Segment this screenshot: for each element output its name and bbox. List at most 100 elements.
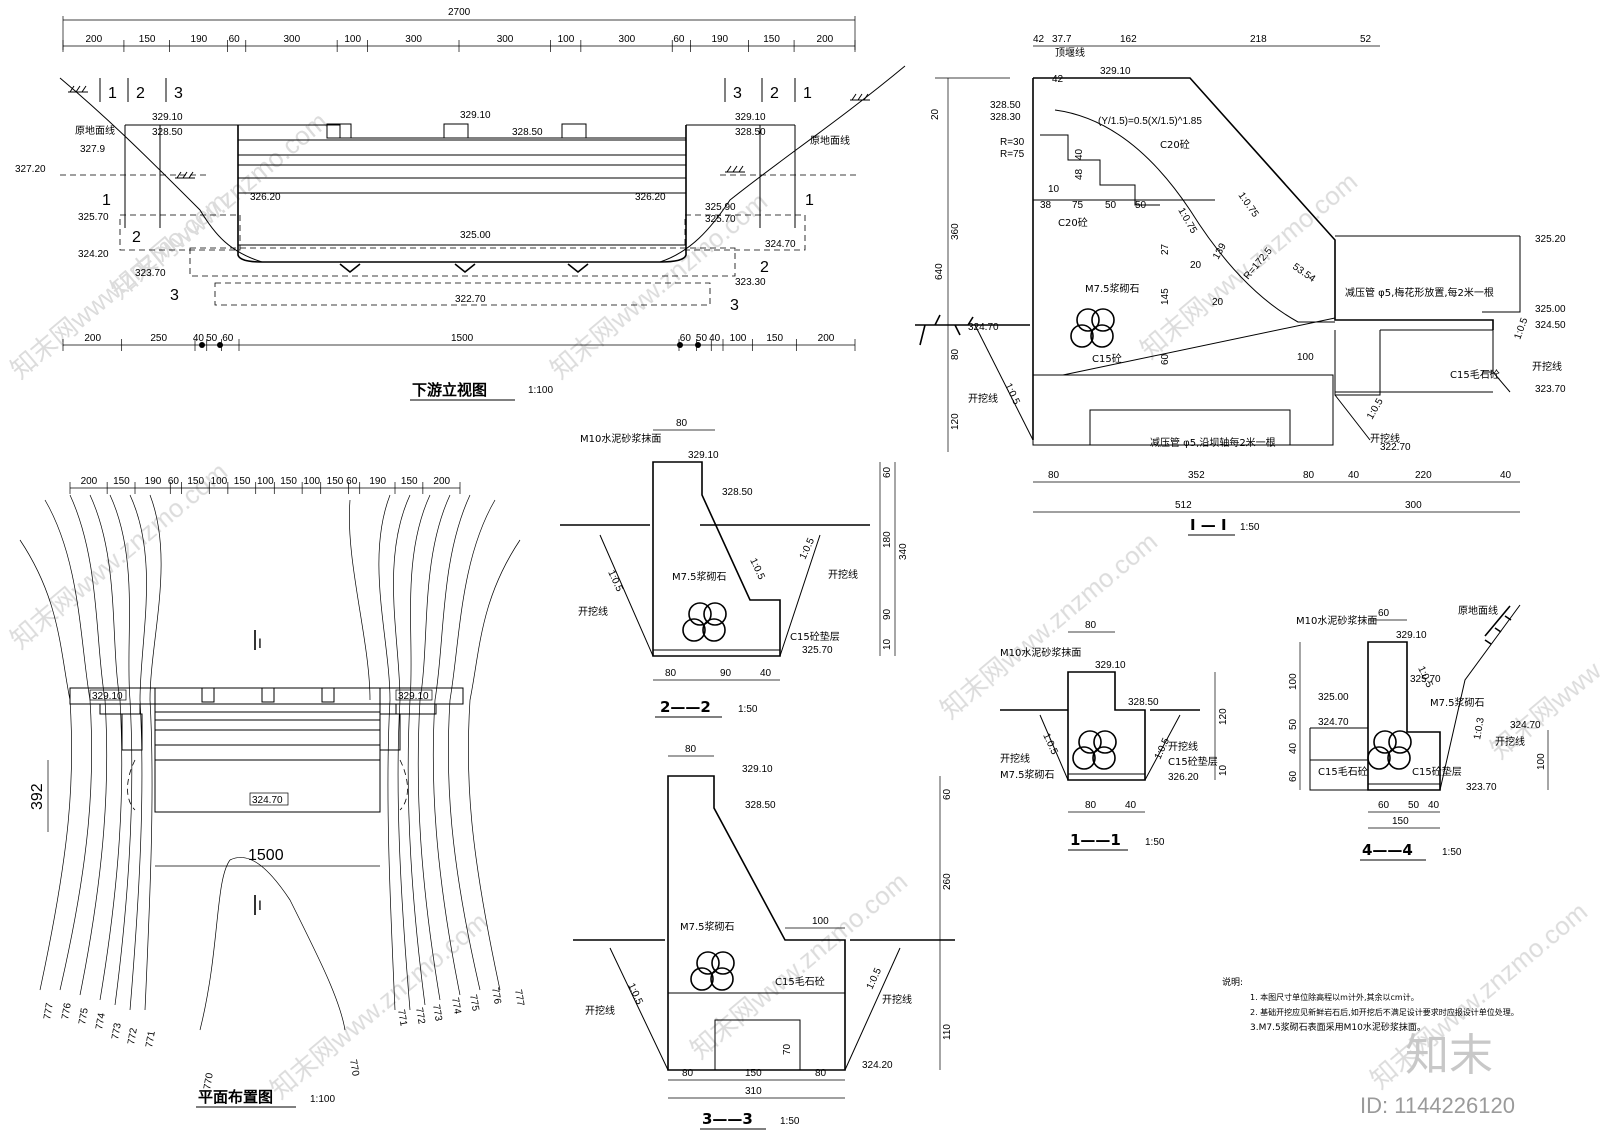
s4-crest: 329.10 (1396, 630, 1427, 641)
sI-slope-in: 1:0.75 (1175, 206, 1199, 236)
sI-d27: 27 (1160, 243, 1171, 255)
sI-v640: 640 (934, 263, 945, 280)
dimension-label: 60 (673, 34, 685, 45)
rubble-stone-icon (690, 951, 735, 991)
s3-title: 3——3 (702, 1110, 753, 1128)
dimension-label: 40 (193, 333, 205, 344)
s3-shoulder: 328.50 (745, 800, 776, 811)
notes-block: 说明: 1. 本图尺寸单位除高程以m计外,其余以cm计。 2. 基础开挖应见新鲜… (1222, 976, 1519, 1033)
elev-right-325-70: 325.70 (705, 214, 736, 225)
s2-slope-in: 1:0.5 (747, 557, 767, 582)
s2-scale: 1:50 (738, 704, 758, 715)
sI-dim-52: 52 (1360, 34, 1372, 45)
sI-v20: 20 (930, 108, 941, 120)
elevation-scale: 1:100 (528, 385, 553, 396)
rubble-stone-icon (1367, 730, 1412, 770)
dimension-label: 200 (84, 333, 101, 344)
sI-open-r: 开挖线 (1532, 360, 1562, 373)
dimension-label: 150 (113, 476, 130, 487)
svg-text:1: 1 (805, 192, 814, 209)
dimension-label: 100 (558, 34, 575, 45)
s4-b50: 50 (1408, 800, 1420, 811)
sI-bd-40a: 40 (1348, 470, 1360, 481)
s4-total: 150 (1392, 816, 1409, 827)
elev-ground-far-left: 327.20 (15, 164, 46, 175)
sI-bd-80a: 80 (1048, 470, 1060, 481)
s1-cushion: C15砼垫层 (1168, 755, 1218, 768)
s1-title: 1——1 (1070, 831, 1121, 849)
dimension-label: 150 (234, 476, 251, 487)
s3-r60: 60 (942, 788, 953, 800)
section-marks: 1 2 3 3 2 1 1 1 2 2 3 3 (99, 78, 814, 314)
contour-label: 774 (449, 997, 463, 1016)
elev-total-dim: 2700 (448, 7, 471, 18)
notes-heading: 说明: (1222, 976, 1243, 988)
s4-title: 4——4 (1362, 841, 1413, 859)
ground-hatches (68, 85, 870, 274)
s4-r100: 100 (1536, 753, 1547, 770)
s1-scale: 1:50 (1145, 837, 1165, 848)
svg-text:1: 1 (803, 85, 812, 102)
sI-d50b: 50 (1135, 200, 1147, 211)
dimension-label: 150 (187, 476, 204, 487)
sI-e1: 328.50 (990, 100, 1021, 111)
watermark: 知末网www.znzmo.com (1485, 566, 1600, 764)
sI-slope-l: 1:0.5 (1002, 382, 1022, 407)
watermark-layer: 知末网www.znzmo.com 知末网www.znzmo.com 知末网www… (5, 106, 1600, 1104)
dimension-label: 200 (817, 34, 834, 45)
sI-d10: 10 (1048, 184, 1060, 195)
s4-e1: 325.70 (1410, 674, 1441, 685)
elevation-title: 下游立视图 (412, 381, 487, 399)
dimension-label: 150 (280, 476, 297, 487)
s1-b40: 40 (1125, 800, 1137, 811)
s4-b40: 40 (1428, 800, 1440, 811)
sI-bd-80b: 80 (1303, 470, 1315, 481)
s1-stone: M7.5浆砌石 (1000, 768, 1055, 781)
s4-cushion: C15砼垫层 (1412, 765, 1462, 778)
sI-d53: 53.54 (1290, 261, 1317, 285)
sI-open-l: 开挖线 (968, 392, 998, 405)
s3-crest: 329.10 (742, 764, 773, 775)
sI-d38: 38 (1040, 200, 1052, 211)
s1-top-dim: 80 (1085, 620, 1097, 631)
dimension-label: 190 (369, 476, 386, 487)
sI-r2: R=75 (1000, 149, 1025, 160)
svg-text:3: 3 (174, 85, 183, 102)
sI-eq: (Y/1.5)=0.5(X/1.5)^1.85 (1098, 116, 1202, 127)
s4-top-dim: 60 (1378, 608, 1390, 619)
sI-dim-37: 37.7 (1052, 34, 1072, 45)
dimension-label: 100 (211, 476, 228, 487)
elev-shoulder-left: 328.50 (152, 127, 183, 138)
sI-d75: 75 (1072, 200, 1084, 211)
svg-text:2: 2 (760, 259, 769, 276)
dimension-label: 200 (85, 34, 102, 45)
s2-r180: 180 (882, 531, 893, 548)
s3-open-r: 开挖线 (882, 993, 912, 1006)
s4-stone: M7.5浆砌石 (1430, 696, 1485, 709)
s4-l100: 100 (1288, 673, 1299, 690)
dimension-label: 300 (497, 34, 514, 45)
contour-label: 773 (110, 1022, 124, 1041)
sI-slope-r1: 1:0.5 (1512, 316, 1530, 341)
dimension-label: 150 (139, 34, 156, 45)
s3-top-dim: 80 (685, 744, 697, 755)
plan-crest-right: 329.10 (398, 691, 429, 702)
section-4-4: 60 M10水泥砂浆抹面 329.10 原地面线 325.70 M7.5浆砌石 … (1288, 604, 1549, 861)
contour-label: 770 (347, 1059, 361, 1078)
s2-r60: 60 (882, 466, 893, 478)
s2-slope-r: 1:0.5 (798, 536, 818, 561)
s2-base: 325.70 (802, 645, 833, 656)
plan-length: 392 (29, 783, 46, 810)
svg-text:2: 2 (770, 85, 779, 102)
s2-crest: 329.10 (688, 450, 719, 461)
section-3-3: 80 329.10 328.50 100 M7.5浆砌石 C15毛石砼 开挖线 … (573, 744, 955, 1130)
brand-id: ID: 1144226120 (1360, 1093, 1515, 1118)
contour-label: 775 (77, 1007, 91, 1026)
elev-left-325-70: 325.70 (78, 212, 109, 223)
dimension-label: 100 (730, 333, 747, 344)
sI-m75: M7.5浆砌石 (1085, 282, 1140, 295)
ground-line-label-left: 原地面线 (75, 124, 115, 137)
sI-title: I — I (1190, 516, 1227, 534)
